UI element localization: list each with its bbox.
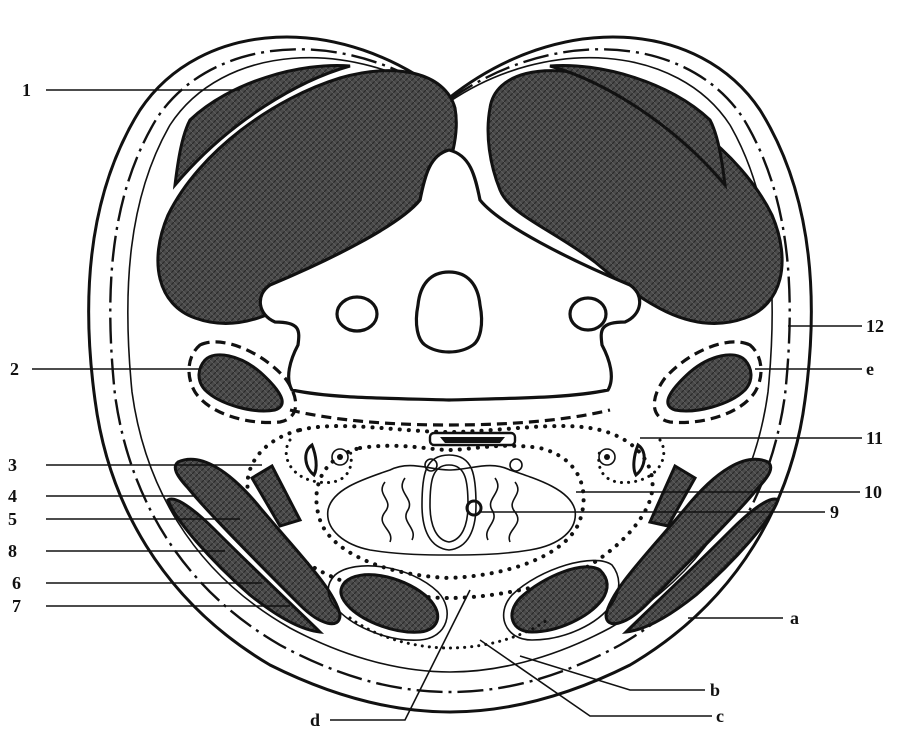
label-9: 9	[830, 502, 839, 522]
label-1: 1	[22, 80, 31, 100]
label-11: 11	[866, 428, 883, 448]
right-foramen	[570, 298, 606, 330]
transverse-dash-line	[290, 410, 610, 425]
ventral-muscles	[168, 459, 778, 648]
left-lateral-muscle	[199, 355, 282, 411]
right-lateral-muscle	[668, 355, 751, 411]
label-4: 4	[8, 486, 17, 506]
ventral-organ-folds-left	[382, 478, 413, 542]
label-d: d	[310, 710, 320, 730]
central-tube-mid	[430, 465, 468, 542]
label-7: 7	[12, 596, 21, 616]
spinal-canal	[416, 272, 481, 352]
left-vessel-core	[337, 454, 343, 460]
label-3: 3	[8, 455, 17, 475]
label-6: 6	[12, 573, 21, 593]
right-vessel-core	[604, 454, 610, 460]
label-12: 12	[866, 316, 884, 336]
label-8: 8	[8, 541, 17, 561]
right-small-vessel	[510, 459, 522, 471]
left-dotted-arc	[286, 440, 351, 483]
label-c: c	[716, 706, 724, 726]
label-a: a	[790, 608, 799, 628]
ventral-organ-folds-right	[487, 478, 518, 542]
label-10: 10	[864, 482, 882, 502]
ventral-band-fill	[440, 437, 505, 443]
label-b: b	[710, 680, 720, 700]
label-2: 2	[10, 359, 19, 379]
left-foramen	[337, 297, 377, 331]
label-e: e	[866, 359, 874, 379]
left-comma-structure	[306, 445, 316, 475]
central-lumen	[467, 501, 481, 515]
label-5: 5	[8, 509, 17, 529]
